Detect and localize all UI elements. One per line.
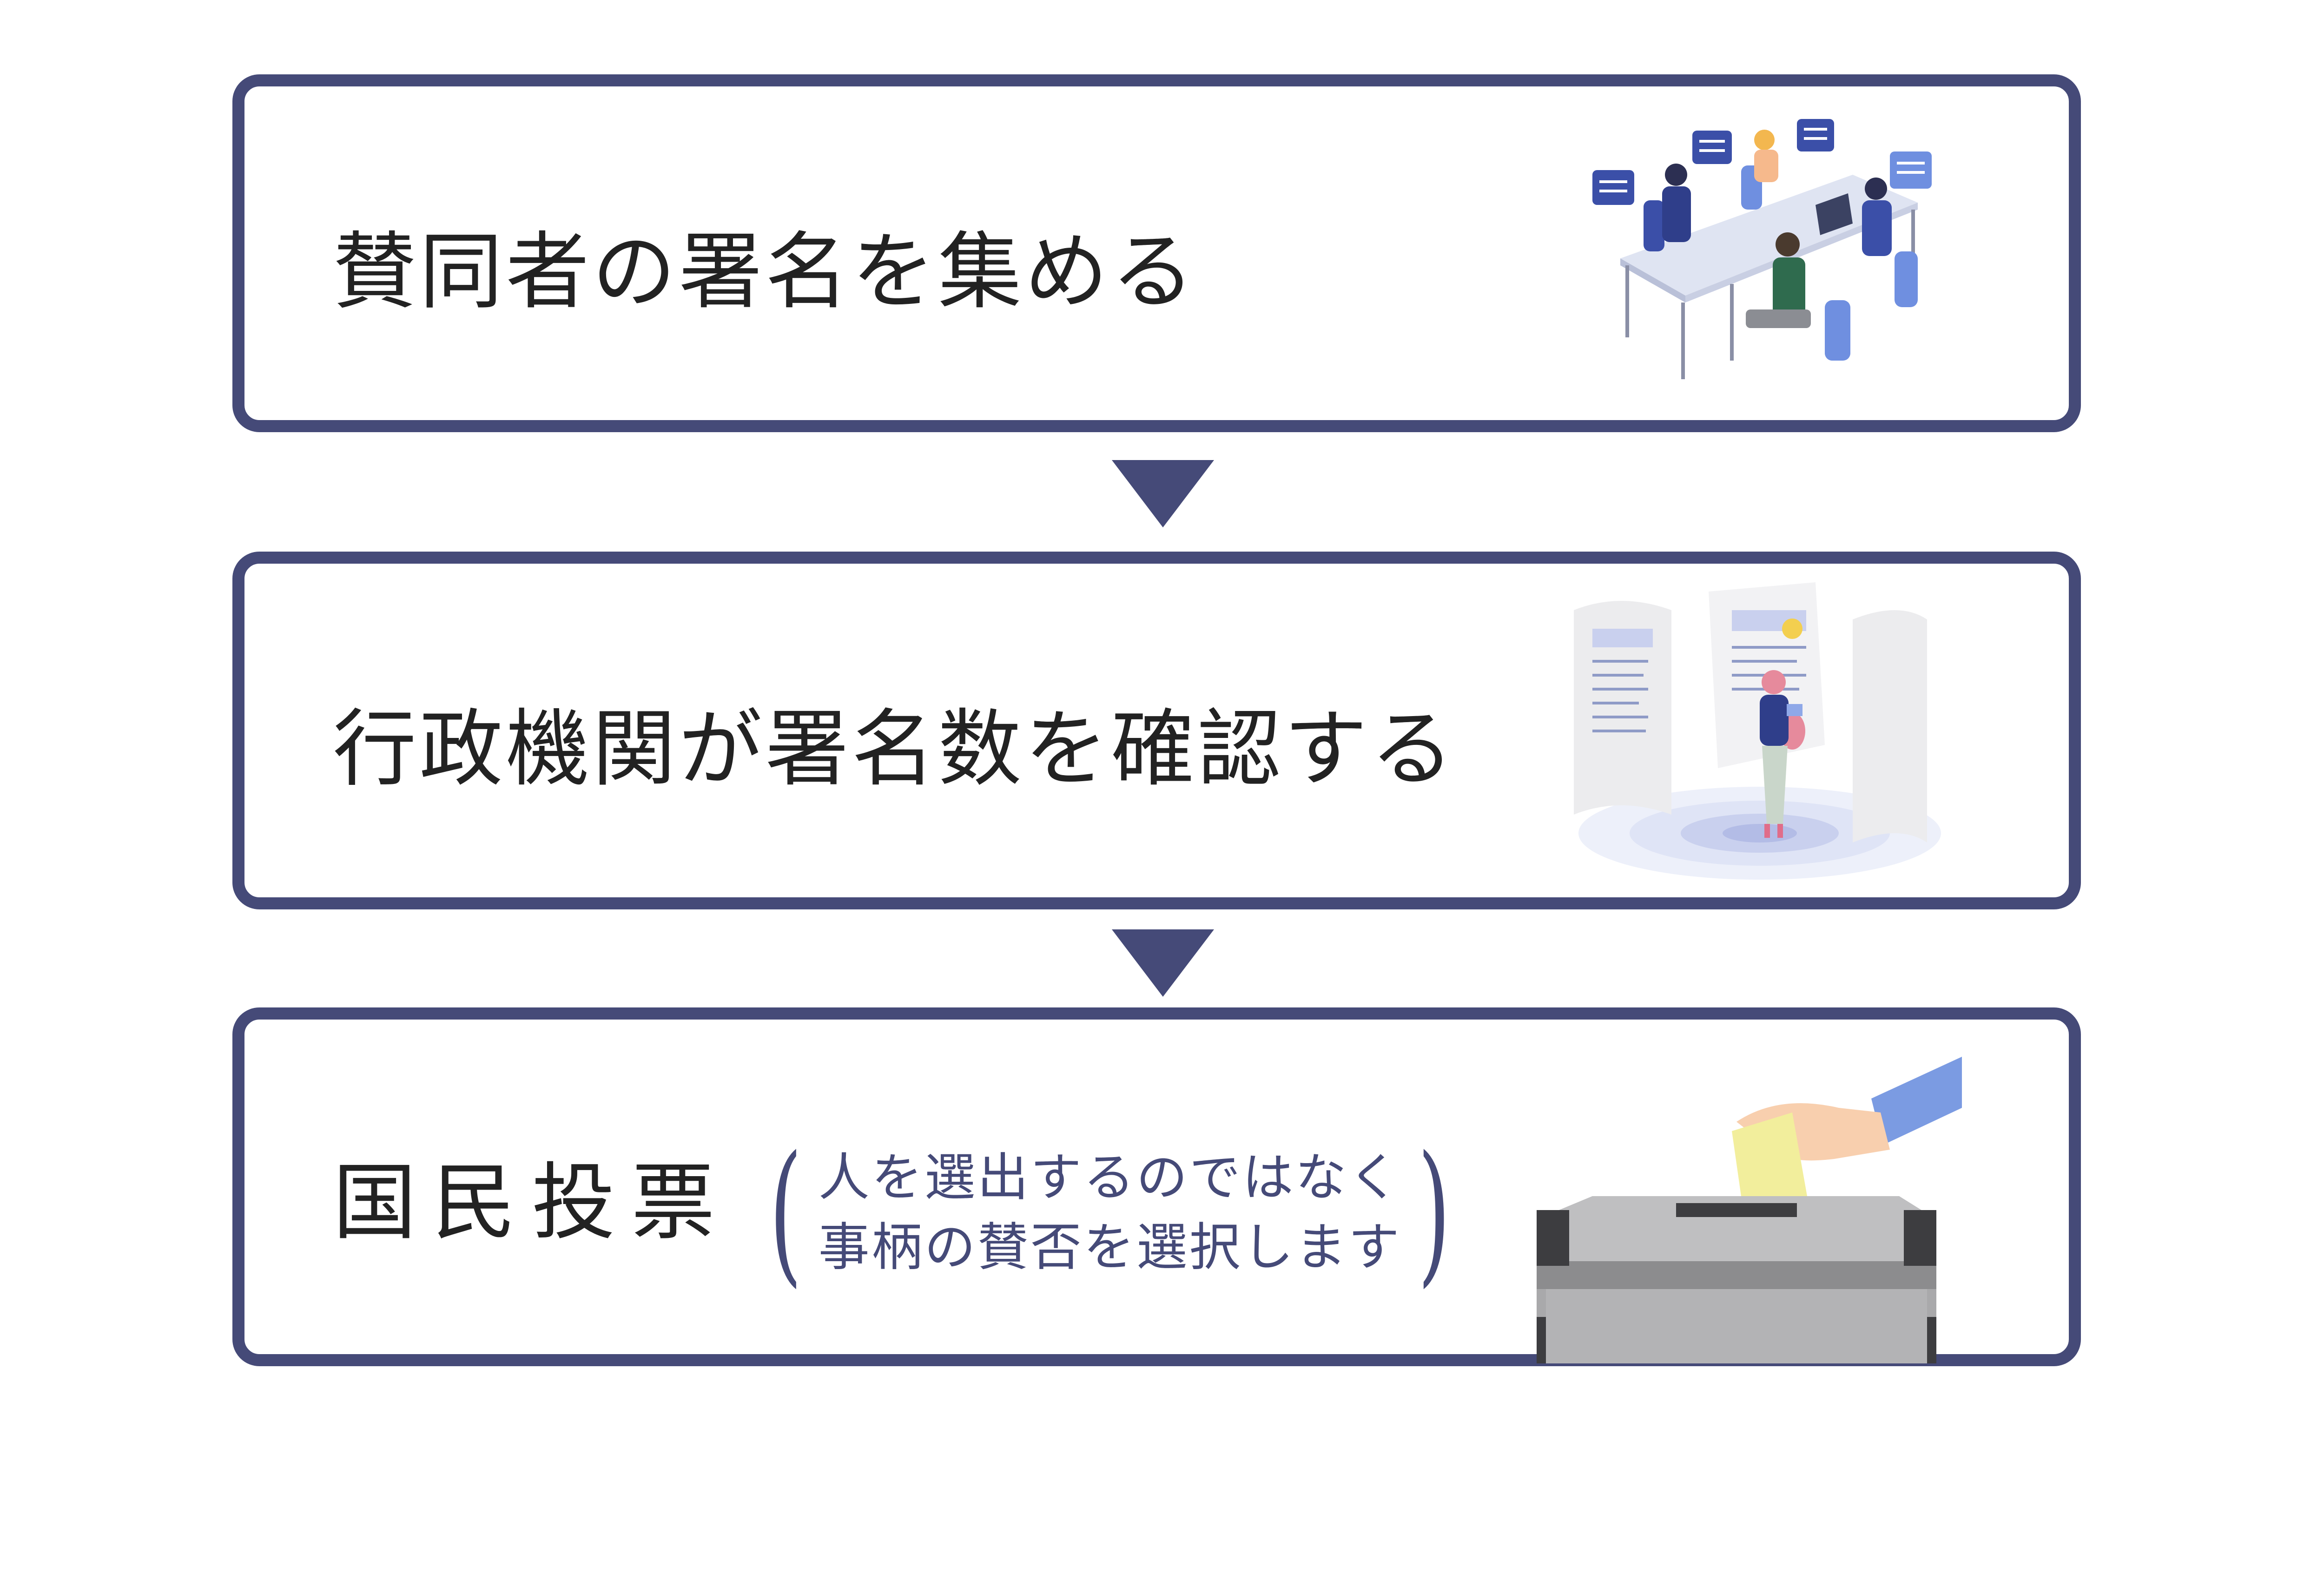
note-line-2: 事柄の賛否を選択します — [818, 1217, 1401, 1277]
open-paren-icon: ( — [769, 1123, 802, 1302]
step-2-box: 行政機関が署名数を確認する — [232, 552, 2081, 909]
ballot-box-illustration — [1537, 1057, 1962, 1363]
down-arrow-icon — [1112, 929, 1214, 997]
document-review-illustration — [1574, 582, 1941, 880]
step-1-title: 賛同者の署名を集める — [333, 224, 1198, 321]
step-3-box: 国民投票 ( 人を選出するのではなく 事柄の賛否を選択します ) — [232, 1007, 2081, 1366]
note-line-1: 人を選出するのではなく — [818, 1148, 1401, 1207]
close-paren-icon: ) — [1417, 1123, 1451, 1302]
step-3-title: 国民投票 — [333, 1154, 731, 1251]
step-2-title: 行政機関が署名数を確認する — [333, 701, 1457, 798]
meeting-people-illustration — [1592, 119, 1932, 379]
step-1-box: 賛同者の署名を集める — [232, 74, 2081, 432]
step-3-note: ( 人を選出するのではなく 事柄の賛否を選択します ) — [756, 1136, 1464, 1289]
down-arrow-icon — [1112, 460, 1214, 527]
